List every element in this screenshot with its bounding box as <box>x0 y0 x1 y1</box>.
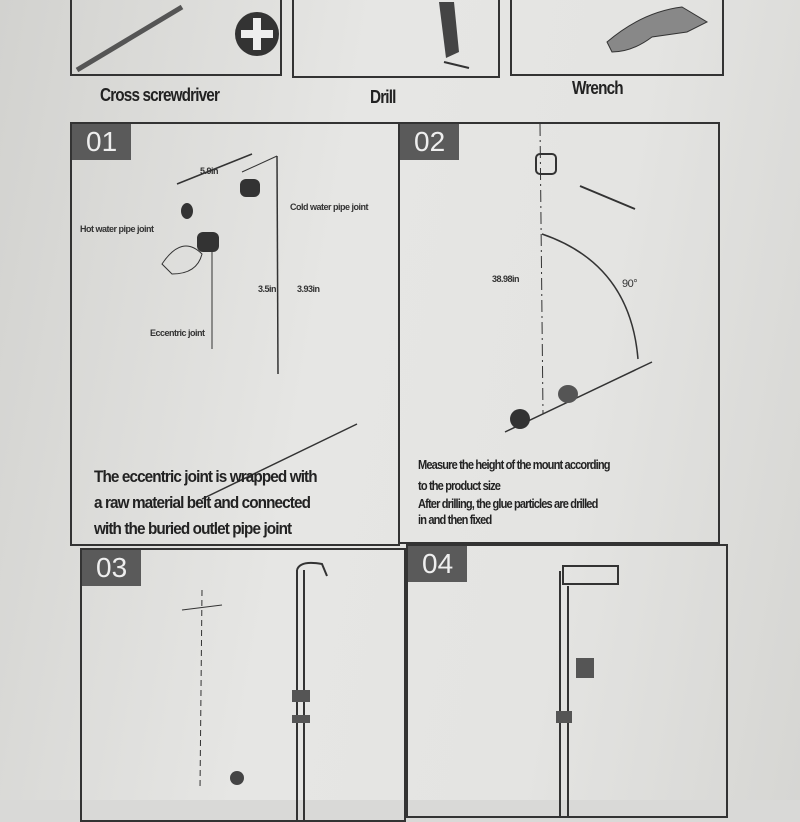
label-range-max: 3.93in <box>297 284 320 294</box>
step-01-caption: The eccentric joint is wrapped with a ra… <box>94 464 318 542</box>
step-01-panel: 01 5.9in Cold water pipe joint Hot water… <box>70 122 400 546</box>
label-hot-water: Hot water pipe joint <box>80 224 154 234</box>
label-angle: 90° <box>622 278 638 290</box>
drill-icon <box>439 2 470 69</box>
step-number: 04 <box>408 546 468 582</box>
step-02-caption: Measure the height of the mount accordin… <box>418 454 611 528</box>
pipe-joint-diagram <box>161 153 358 500</box>
label-cold-water: Cold water pipe joint <box>290 202 369 212</box>
label-distance: 5.9in <box>200 166 219 176</box>
caption-line: with the buried outlet pipe joint <box>94 519 292 538</box>
tool-box-drill <box>292 0 500 78</box>
label-range-min: 3.5in <box>258 284 277 294</box>
mount-height-diagram <box>504 124 653 433</box>
step-number: 02 <box>400 124 460 160</box>
label-eccentric: Eccentric joint <box>150 328 205 338</box>
step-number: 01 <box>72 124 132 160</box>
caption-line: a raw material belt and connected <box>94 493 311 512</box>
step-04-panel: 04 <box>406 544 728 818</box>
tool-box-screwdriver <box>70 0 282 76</box>
caption-line: The eccentric joint is wrapped with <box>94 467 318 486</box>
tool-box-wrench <box>510 0 724 76</box>
wrench-icon <box>606 6 709 53</box>
step-02-panel: 02 38.98in 90° Measure the height of the… <box>398 122 720 544</box>
screwdriver-icon <box>75 4 279 73</box>
shower-assembly-diagram <box>556 565 619 816</box>
caption-line: After drilling, the glue particles are d… <box>418 496 598 511</box>
tool-label-screwdriver: Cross screwdriver <box>100 85 220 105</box>
tool-label-drill: Drill <box>370 87 396 107</box>
caption-line: Measure the height of the mount accordin… <box>418 457 611 472</box>
label-height: 38.98in <box>492 274 520 284</box>
caption-line: to the product size <box>418 478 501 493</box>
caption-line: in and then fixed <box>418 512 492 527</box>
step-03-panel: 03 <box>80 548 406 822</box>
step-number: 03 <box>82 550 142 586</box>
shower-rail-diagram <box>181 561 328 820</box>
tool-label-wrench: Wrench <box>572 78 624 98</box>
